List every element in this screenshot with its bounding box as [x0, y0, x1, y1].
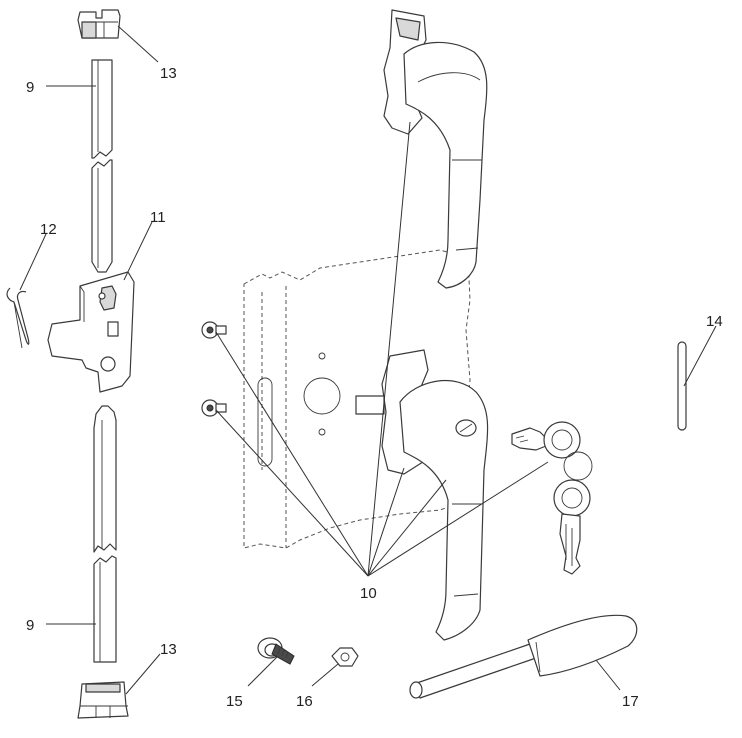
- callout-9-bottom: 9: [26, 617, 34, 634]
- callout-17: 17: [622, 693, 639, 710]
- cam-plate: [47, 271, 135, 393]
- hex-nut: [331, 647, 359, 667]
- rod-guide-clip-top: [77, 9, 121, 39]
- callout-11: 11: [150, 209, 166, 226]
- cotter-pin: [6, 287, 30, 349]
- callout-14: 14: [706, 313, 723, 330]
- callout-15: 15: [226, 693, 243, 710]
- callout-12: 12: [40, 221, 57, 238]
- lower-handle: [355, 349, 489, 641]
- upper-handle: [383, 9, 488, 289]
- leader-lines: [19, 25, 717, 695]
- screw-with-washer: [257, 637, 295, 665]
- pin-rod: [677, 341, 687, 431]
- callout-10: 10: [360, 585, 377, 602]
- rod-lower-top: [93, 405, 117, 553]
- callout-13-bottom: 13: [160, 641, 177, 658]
- key-lower: [553, 451, 593, 575]
- callout-13-top: 13: [160, 65, 177, 82]
- callout-16: 16: [296, 693, 313, 710]
- callout-9-top: 9: [26, 79, 34, 96]
- rod-lower-bottom: [93, 555, 117, 663]
- mounting-screw-upper: [201, 321, 227, 339]
- socket-tool: [409, 614, 638, 699]
- mounting-screw-lower: [201, 399, 227, 417]
- rod-upper-bottom: [91, 159, 113, 273]
- rod-guide-clip-bottom: [77, 681, 129, 719]
- rod-upper-top: [91, 59, 113, 159]
- key-upper: [511, 421, 581, 459]
